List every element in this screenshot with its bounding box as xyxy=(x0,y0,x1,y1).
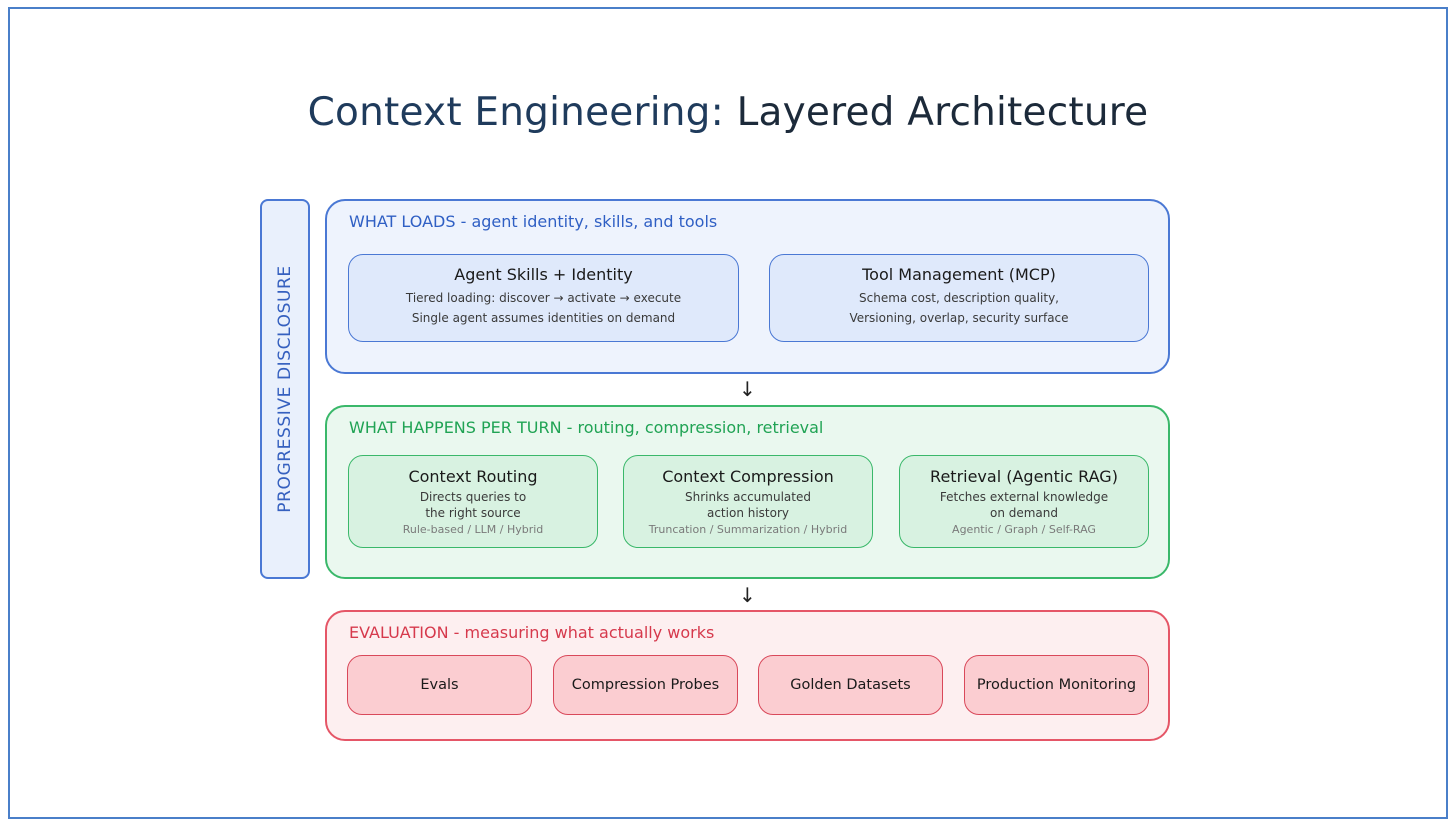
card-desc-line-1: Tiered loading: discover → activate → ex… xyxy=(405,291,682,305)
card-desc-line-2: the right source xyxy=(425,506,521,520)
card-tool-management: Tool Management (MCP) Schema cost, descr… xyxy=(769,254,1149,342)
card-subtext: Rule-based / LLM / Hybrid xyxy=(402,523,544,536)
card-title: Retrieval (Agentic RAG) xyxy=(930,467,1118,486)
arrow-down-icon: ↓ xyxy=(739,583,756,607)
layer-per-turn-heading: WHAT HAPPENS PER TURN - routing, compres… xyxy=(349,418,824,437)
card-title: Compression Probes xyxy=(571,677,720,693)
card-context-routing: Context Routing Directs queries to the r… xyxy=(348,455,598,548)
card-title: Golden Datasets xyxy=(790,677,911,693)
title-part-2: Layered Architecture xyxy=(736,90,1149,135)
card-title: Tool Management (MCP) xyxy=(862,265,1056,284)
card-production-monitoring: Production Monitoring xyxy=(964,655,1149,715)
card-title: Production Monitoring xyxy=(976,677,1137,693)
card-title: Agent Skills + Identity xyxy=(454,265,633,284)
card-golden-datasets: Golden Datasets xyxy=(758,655,943,715)
card-desc-line-1: Fetches external knowledge xyxy=(939,490,1109,504)
card-desc-line-2: Single agent assumes identities on deman… xyxy=(411,311,676,325)
card-subtext: Agentic / Graph / Self-RAG xyxy=(952,523,1096,536)
card-desc-line-1: Shrinks accumulated xyxy=(685,490,811,504)
card-title: Context Routing xyxy=(408,467,538,486)
layer-what-loads-heading: WHAT LOADS - agent identity, skills, and… xyxy=(349,212,718,231)
layer-what-loads: WHAT LOADS - agent identity, skills, and… xyxy=(325,199,1170,374)
diagram-title: Context Engineering: Layered Architectur… xyxy=(0,90,1456,135)
card-desc-line-1: Directs queries to xyxy=(419,490,527,504)
card-retrieval-agentic-rag: Retrieval (Agentic RAG) Fetches external… xyxy=(899,455,1149,548)
layer-evaluation-heading: EVALUATION - measuring what actually wor… xyxy=(349,623,715,642)
card-evals: Evals xyxy=(347,655,532,715)
card-compression-probes: Compression Probes xyxy=(553,655,738,715)
progressive-disclosure-label: PROGRESSIVE DISCLOSURE xyxy=(275,265,295,513)
card-desc-line-1: Schema cost, description quality, xyxy=(859,291,1059,305)
card-desc-line-2: action history xyxy=(706,506,790,520)
card-desc-line-2: on demand xyxy=(989,506,1059,520)
card-title: Context Compression xyxy=(662,467,834,486)
card-subtext: Truncation / Summarization / Hybrid xyxy=(648,523,848,536)
card-desc-line-2: Versioning, overlap, security surface xyxy=(849,311,1069,325)
layer-evaluation: EVALUATION - measuring what actually wor… xyxy=(325,610,1170,741)
card-agent-skills-identity: Agent Skills + Identity Tiered loading: … xyxy=(348,254,739,342)
progressive-disclosure-bar xyxy=(260,199,310,579)
card-context-compression: Context Compression Shrinks accumulated … xyxy=(623,455,873,548)
layer-what-happens-per-turn: WHAT HAPPENS PER TURN - routing, compres… xyxy=(325,405,1170,579)
card-title: Evals xyxy=(420,677,459,693)
arrow-down-icon: ↓ xyxy=(739,377,756,401)
title-part-1: Context Engineering: xyxy=(307,90,724,135)
